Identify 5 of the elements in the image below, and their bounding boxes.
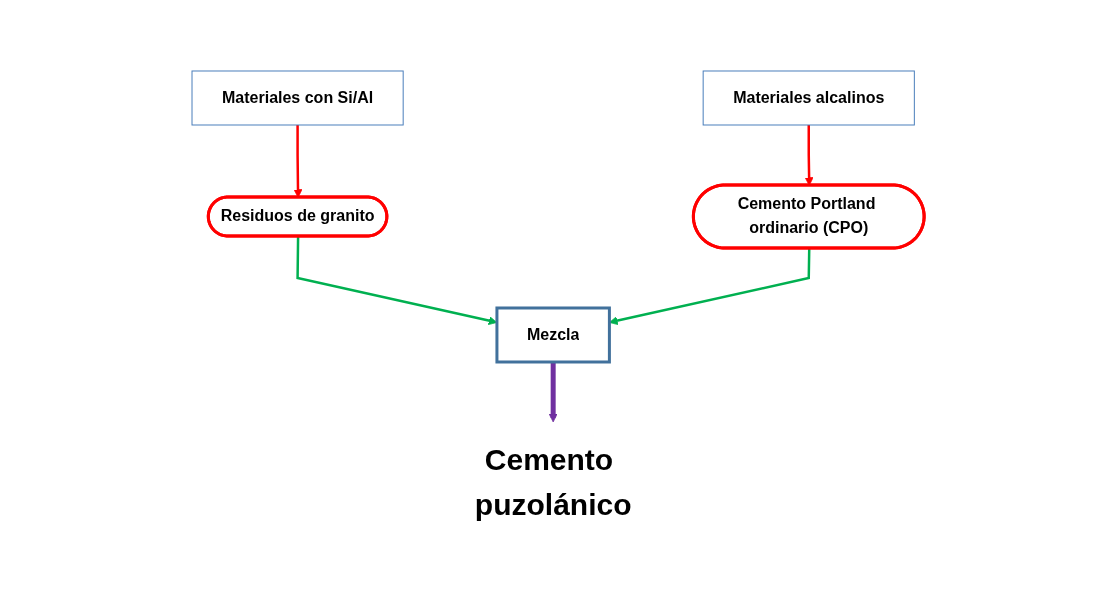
node-box: Materiales alcalinos [702, 70, 915, 125]
node-text: Cemento puzolánico [474, 442, 632, 521]
node-box: Materiales con Si/Al [191, 70, 404, 125]
arrow [548, 361, 558, 422]
node-box: Mezcla [495, 306, 611, 363]
